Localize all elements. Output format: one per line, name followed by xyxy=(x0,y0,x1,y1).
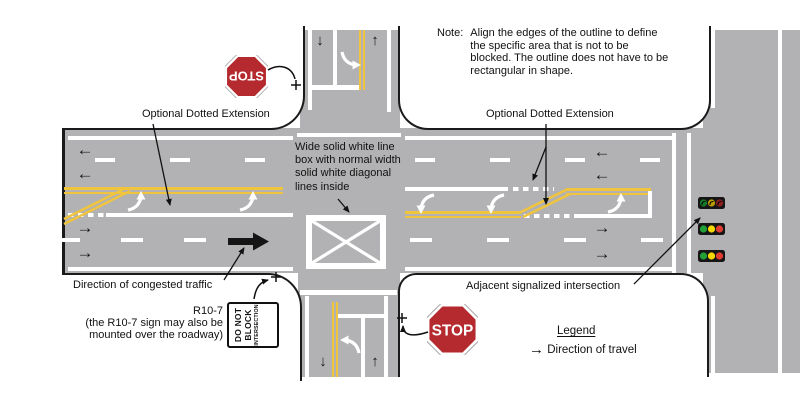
stop-sign-bottom: STOP xyxy=(427,304,478,355)
edge-line xyxy=(384,296,388,377)
lane-arrow-north: ↑ xyxy=(371,353,379,370)
edge-line xyxy=(305,296,309,377)
stop-sign-top: STOP xyxy=(225,55,268,98)
legend-title: Legend xyxy=(557,325,596,337)
turn-bay-cap xyxy=(648,191,652,218)
r10-7-sign-line2: BLOCK xyxy=(242,309,253,341)
r10-7-note-line1: (the R10-7 sign may also be xyxy=(85,317,223,329)
lane-arrow-east: → xyxy=(76,218,94,237)
corner-block-note xyxy=(398,26,711,130)
turn-lane-line xyxy=(405,187,508,191)
edge-line xyxy=(68,136,293,140)
note-label: Note: xyxy=(437,27,464,39)
stop-sign-top-text: STOP xyxy=(229,69,264,84)
edge-line xyxy=(308,30,312,110)
road-end-cap xyxy=(62,127,65,274)
direction-of-travel-arrow-icon: → xyxy=(529,341,544,358)
r10-7-label: R10-7 (the R10-7 sign may also be mounte… xyxy=(38,305,223,341)
left-turn-arrow-icon xyxy=(340,335,361,354)
left-turn-arrow-icon xyxy=(607,193,626,214)
edge-line xyxy=(405,267,672,271)
top-cross-road xyxy=(300,30,400,130)
lane-arrow-west: ← xyxy=(76,164,94,183)
stop-sign-bottom-text: STOP xyxy=(432,322,474,339)
left-turn-arrow-icon xyxy=(239,191,258,212)
center-line-yellow xyxy=(405,215,521,218)
legend-item-label: Direction of travel xyxy=(547,344,637,356)
lane-arrow-west: ← xyxy=(76,140,94,159)
left-turn-arrow-icon xyxy=(340,51,361,70)
wide-box-label: Wide solid white line box with normal wi… xyxy=(295,141,401,193)
left-turn-arrow-icon xyxy=(127,191,146,212)
r10-7-title: R10-7 xyxy=(193,305,223,317)
r10-7-sign-line3: INTERSECTION xyxy=(254,304,260,346)
edge-line xyxy=(778,30,782,373)
lane-dash-line xyxy=(410,238,663,242)
note-text: Align the edges of the outline to define… xyxy=(470,27,669,77)
lane-arrow-south: ↓ xyxy=(316,32,324,49)
edge-line xyxy=(405,136,672,140)
crosswalk-line xyxy=(672,133,676,273)
congested-traffic-label: Direction of congested traffic xyxy=(73,279,213,291)
center-line-yellow xyxy=(331,302,334,377)
optional-dotted-extension-label-left: Optional Dotted Extension xyxy=(142,108,270,120)
dotted-extension-line xyxy=(524,214,576,218)
center-line-yellow xyxy=(64,187,283,190)
lane-arrow-north: ↑ xyxy=(371,32,379,49)
lane-arrow-east: → xyxy=(593,218,611,237)
center-line-yellow xyxy=(566,188,651,191)
lane-arrow-west: ← xyxy=(593,142,611,161)
legend-item: → Direction of travel xyxy=(529,341,637,358)
lane-arrow-west: ← xyxy=(593,165,611,184)
do-not-block-box xyxy=(306,215,386,269)
optional-dotted-extension-label-right: Optional Dotted Extension xyxy=(486,108,614,120)
center-line-yellow xyxy=(566,192,651,195)
lane-dash-line xyxy=(415,158,663,162)
dotted-extension-line xyxy=(513,187,554,191)
center-line-yellow xyxy=(362,30,365,90)
edge-line xyxy=(68,267,293,271)
lane-dash-line xyxy=(95,158,295,162)
traffic-signal-arrow-head xyxy=(698,197,725,209)
center-line-yellow xyxy=(405,211,521,214)
crosswalk-line xyxy=(687,133,691,273)
traffic-signal-head xyxy=(698,250,725,262)
adjacent-intersection-label: Adjacent signalized intersection xyxy=(466,280,621,292)
lane-line xyxy=(361,318,365,377)
note-annotation: Note: Align the edges of the outline to … xyxy=(437,27,670,77)
turn-lane-line xyxy=(574,214,650,218)
edge-line xyxy=(387,30,391,112)
lane-arrow-east: → xyxy=(593,244,611,263)
traffic-signal-head xyxy=(698,223,725,235)
r10-7-note-line2: mounted over the roadway) xyxy=(89,329,223,341)
lane-line xyxy=(333,30,337,86)
center-line-yellow xyxy=(335,302,338,377)
stop-line xyxy=(300,290,397,295)
dotted-extension-line xyxy=(68,213,107,217)
turn-lane-line xyxy=(106,213,293,217)
intersection-mouth-line xyxy=(297,132,401,137)
lane-arrow-east: → xyxy=(76,243,94,262)
stop-line xyxy=(308,85,359,90)
lane-arrow-south: ↓ xyxy=(319,353,327,370)
center-line-yellow xyxy=(64,191,283,194)
turn-bay-line xyxy=(338,314,386,318)
edge-line xyxy=(711,296,715,373)
edge-line xyxy=(711,30,715,108)
r10-7-sign: DO NOT BLOCK INTERSECTION xyxy=(227,302,279,348)
center-line-yellow xyxy=(358,30,361,90)
left-turn-arrow-icon xyxy=(486,193,505,214)
bottom-cross-road xyxy=(298,271,400,377)
left-turn-arrow-icon xyxy=(416,193,435,214)
lane-dash-line xyxy=(58,238,228,242)
